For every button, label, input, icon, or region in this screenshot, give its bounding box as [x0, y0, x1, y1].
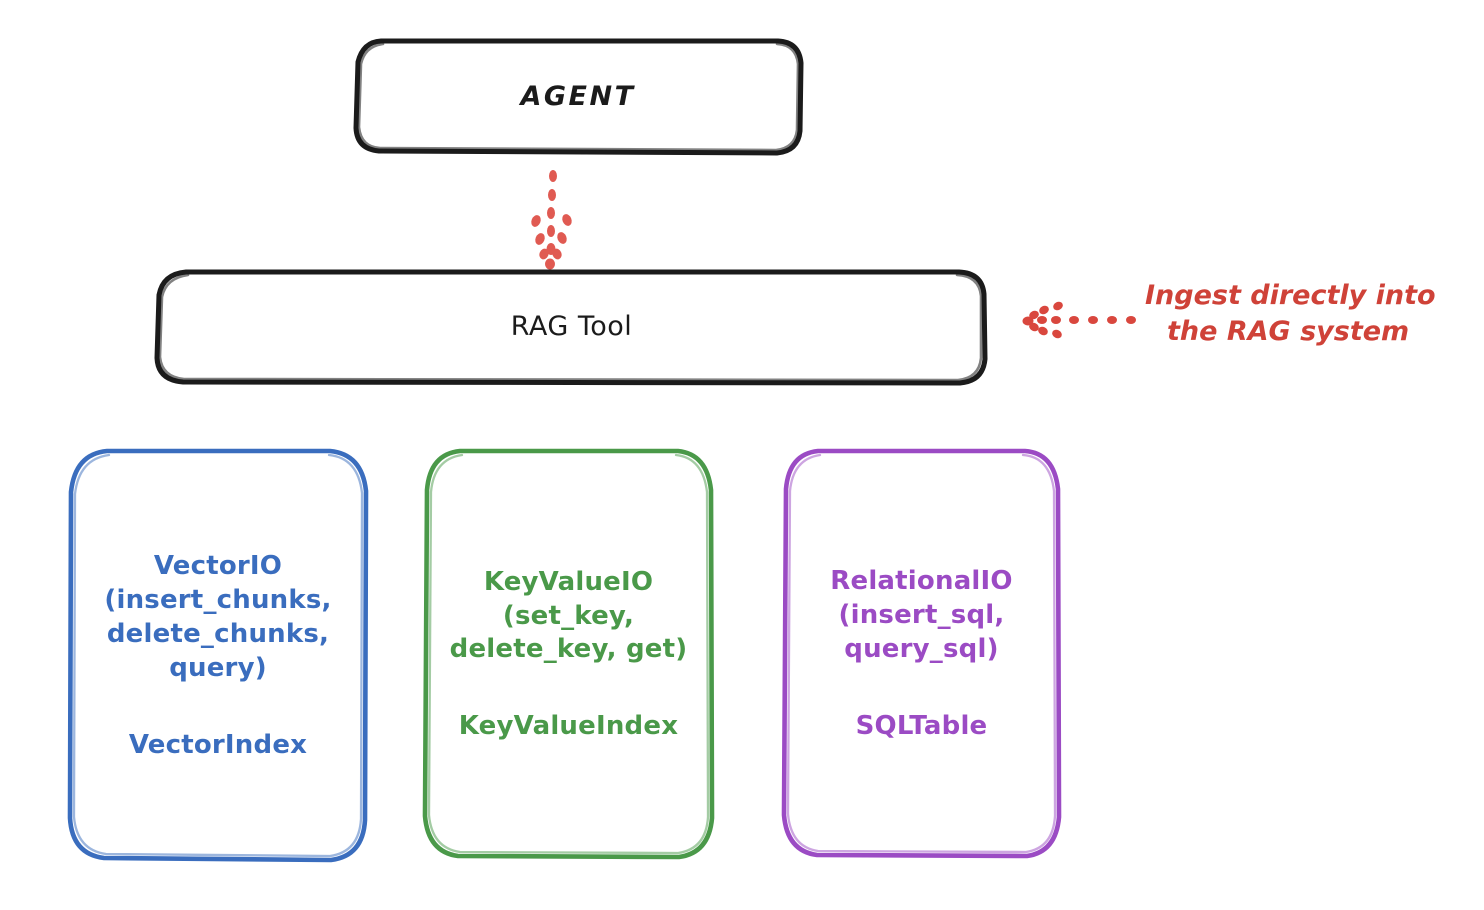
- vector-io-node-label: VectorIO (insert_chunks, delete_chunks, …: [104, 551, 332, 683]
- ingest-to-rag-tool-dotted-arrow: [1022, 301, 1136, 339]
- relational-io-node-label: RelationalIO (insert_sql, query_sql): [830, 566, 1013, 664]
- vector-io-node-sublabel: VectorIndex: [128, 729, 308, 760]
- agent-node-label: AGENT: [520, 80, 636, 112]
- ingest-annotation-line-1: Ingest directly into: [1145, 280, 1436, 311]
- key-value-io-content: KeyValueIO (set_key, delete_key, get) Ke…: [444, 566, 694, 741]
- key-value-io-node-sublabel: KeyValueIndex: [458, 711, 679, 742]
- vector-io-content: VectorIO (insert_chunks, delete_chunks, …: [98, 550, 337, 759]
- ingest-annotation-line-2: the RAG system: [1167, 315, 1410, 347]
- vector-io-node[interactable]: VectorIO (insert_chunks, delete_chunks, …: [70, 450, 366, 860]
- agent-to-rag-tool-dotted-arrow: [531, 170, 572, 270]
- rag-tool-node[interactable]: RAG Tool: [157, 271, 986, 383]
- ingest-annotation: Ingest directly into the RAG system: [1145, 278, 1475, 349]
- key-value-io-node-label: KeyValueIO (set_key, delete_key, get): [449, 566, 688, 665]
- agent-node[interactable]: AGENT: [355, 40, 801, 153]
- relational-io-node-sublabel: SQLTable: [855, 710, 988, 741]
- relational-io-content: RelationalIO (insert_sql, query_sql) SQL…: [824, 565, 1018, 740]
- key-value-io-node[interactable]: KeyValueIO (set_key, delete_key, get) Ke…: [425, 450, 712, 857]
- relational-io-node[interactable]: RelationalIO (insert_sql, query_sql) SQL…: [784, 450, 1059, 856]
- rag-tool-node-label: RAG Tool: [510, 311, 633, 343]
